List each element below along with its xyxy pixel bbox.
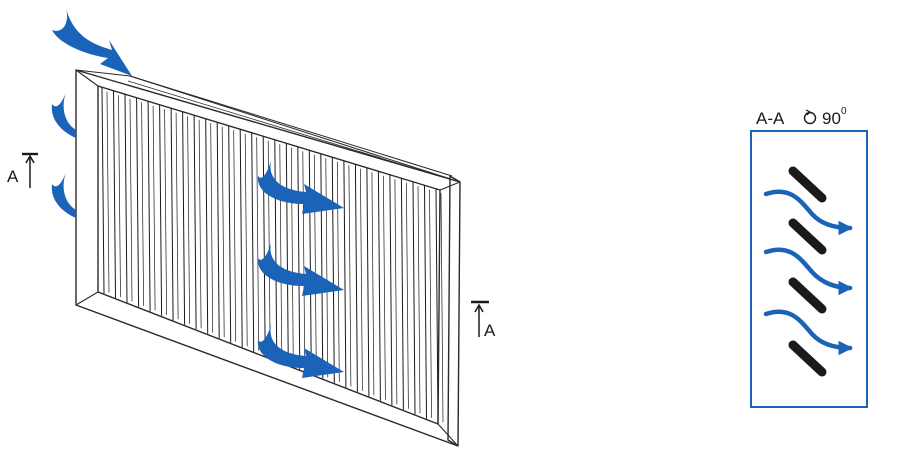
grille-slat xyxy=(228,125,232,343)
grille-slat-edge xyxy=(118,95,121,298)
grille-slat xyxy=(159,104,163,316)
grille-slat xyxy=(101,87,105,294)
grille-slat xyxy=(424,185,427,419)
grille-slat-edge xyxy=(371,172,375,396)
grille-slat xyxy=(366,167,370,397)
grille-slat xyxy=(251,132,255,352)
grille-slat xyxy=(435,188,439,424)
grille-slat-edge xyxy=(175,112,179,320)
grille-slat-edge xyxy=(141,102,144,306)
grille-slat-edge xyxy=(336,161,340,382)
section-label-left: A xyxy=(7,167,19,186)
section-title: A-A xyxy=(756,109,785,128)
curved-arrow-icon xyxy=(52,8,132,76)
grille-slat-edge xyxy=(290,147,294,365)
grille-slat xyxy=(193,115,197,330)
grille-slat xyxy=(389,174,393,406)
curved-arrow-icon xyxy=(51,172,76,218)
slat xyxy=(788,277,827,314)
grille-slat xyxy=(412,181,416,415)
curved-arrow-icon xyxy=(763,247,853,296)
grille-slat xyxy=(262,136,266,357)
grille-slat-edge xyxy=(221,126,225,338)
grille-slat-edge xyxy=(244,133,248,347)
grille-slat xyxy=(274,139,278,361)
grille-slat xyxy=(331,157,335,384)
grille-slat-edge xyxy=(406,182,409,409)
curved-arrow-icon xyxy=(257,322,344,378)
grille-slat-edge xyxy=(187,116,190,324)
grille-slat-edge xyxy=(210,123,214,333)
curved-arrow-icon xyxy=(763,189,853,236)
grille-slat-edge xyxy=(417,186,421,414)
curved-arrow-icon xyxy=(257,240,344,296)
grille-slat-edge xyxy=(394,179,398,405)
grille-slat-edge xyxy=(325,158,329,378)
grille-slat xyxy=(205,118,209,334)
grille-slat-edge xyxy=(440,193,444,423)
grille-slat-edge xyxy=(164,109,167,315)
curved-arrow-icon xyxy=(51,92,76,138)
grille-slat xyxy=(377,171,381,401)
grille-frame-depth xyxy=(447,175,461,447)
grille-slat xyxy=(136,97,140,308)
grille-slat xyxy=(124,94,128,303)
grille-slat-edge xyxy=(233,130,237,342)
rotation-unit: 0 xyxy=(841,106,847,117)
rotation-value: 90 xyxy=(822,109,841,128)
grille-slat-edge xyxy=(383,175,386,400)
grille-slat xyxy=(285,143,289,366)
grille-slat xyxy=(400,178,404,410)
grille-slat-edge xyxy=(360,168,363,391)
grille-slat xyxy=(147,101,151,312)
grille-slat xyxy=(113,90,116,299)
grille-slat xyxy=(216,122,220,339)
grille-slat xyxy=(320,153,324,379)
grille-slat-edge xyxy=(302,151,306,369)
grille-slat-edge xyxy=(429,189,432,418)
section-marker-right: A xyxy=(471,300,496,340)
grille-slat xyxy=(170,108,174,321)
rotate-icon xyxy=(803,109,817,125)
grille-slat-edge xyxy=(106,91,110,293)
grille-slat xyxy=(182,111,186,325)
grille-slat-edge xyxy=(152,105,156,311)
grille-slat xyxy=(343,160,347,388)
grille-slat xyxy=(239,129,243,348)
slat xyxy=(788,166,827,203)
grille-slat xyxy=(354,164,358,392)
section-view: A-A 90 0 xyxy=(750,106,868,408)
airflow-arrows xyxy=(51,8,344,378)
slat xyxy=(788,340,827,377)
section-slats xyxy=(788,166,827,377)
section-flow xyxy=(763,189,853,356)
grille-slat-edge xyxy=(198,119,202,329)
grille-slat-edge xyxy=(129,98,133,302)
grille-slat-edge xyxy=(256,137,260,351)
section-label-right: A xyxy=(484,321,496,340)
grille-slat-edge xyxy=(348,165,352,387)
curved-arrow-icon xyxy=(257,158,344,214)
curved-arrow-icon xyxy=(763,309,853,356)
grille-slat xyxy=(297,146,301,370)
section-marker-left: A xyxy=(7,152,38,188)
grille-slat-edge xyxy=(279,144,283,360)
slat xyxy=(788,218,827,255)
